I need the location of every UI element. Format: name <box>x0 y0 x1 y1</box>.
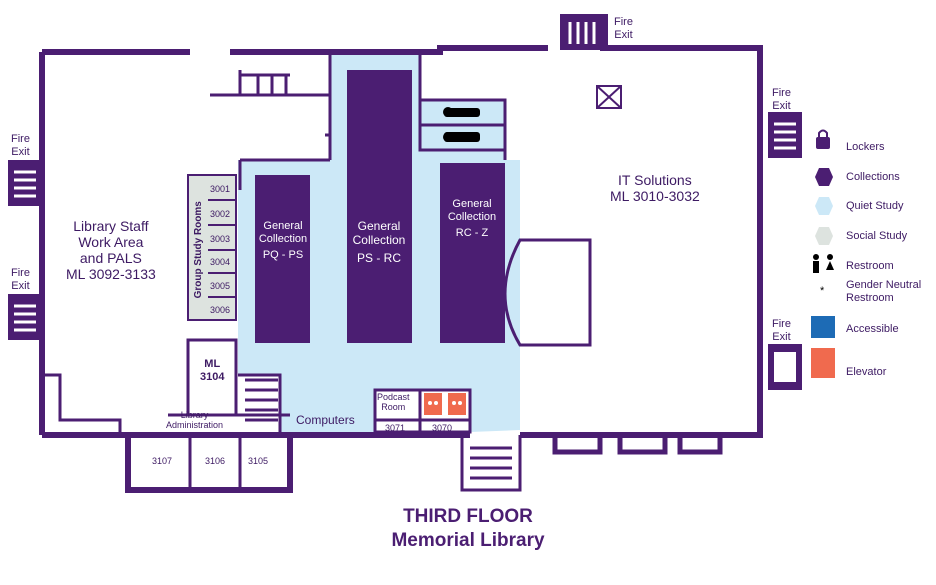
legend-lockers: Lockers <box>846 141 885 153</box>
room-3106: 3106 <box>205 456 226 466</box>
computers-label: Computers <box>296 413 355 427</box>
elevator-icon <box>424 393 466 415</box>
legend-elevator: Elevator <box>846 366 887 378</box>
room-3107: 3107 <box>152 456 173 466</box>
group-3002: 3002 <box>210 209 231 219</box>
legend-collections: Collections <box>846 171 900 183</box>
legend-asterisk-icon: * <box>820 285 825 297</box>
map-title-1: THIRD FLOOR <box>403 506 533 527</box>
map-title-2: Memorial Library <box>391 530 545 551</box>
collection-ps-rc <box>347 70 412 343</box>
legend-social: Social Study <box>846 230 908 242</box>
legend-icons <box>811 129 835 378</box>
legend-restroom: Restroom <box>846 260 894 272</box>
outer-wall <box>42 45 763 493</box>
collection-rc-z <box>440 163 505 343</box>
room-3071: 3071 <box>385 423 406 433</box>
group-3004: 3004 <box>210 257 231 267</box>
group-3001: 3001 <box>210 184 231 194</box>
legend-quiet: Quiet Study <box>846 200 904 212</box>
group-3006: 3006 <box>210 305 231 315</box>
room-3105: 3105 <box>248 456 269 466</box>
collection-pq-ps <box>255 175 310 343</box>
restroom-icon <box>443 107 480 142</box>
group-study-label: Group Study Rooms <box>192 201 204 299</box>
room-3070: 3070 <box>432 423 453 433</box>
group-3003: 3003 <box>210 234 231 244</box>
legend-accessible: Accessible <box>846 323 899 335</box>
locker-box-icon <box>596 85 622 109</box>
group-3005: 3005 <box>210 281 231 291</box>
